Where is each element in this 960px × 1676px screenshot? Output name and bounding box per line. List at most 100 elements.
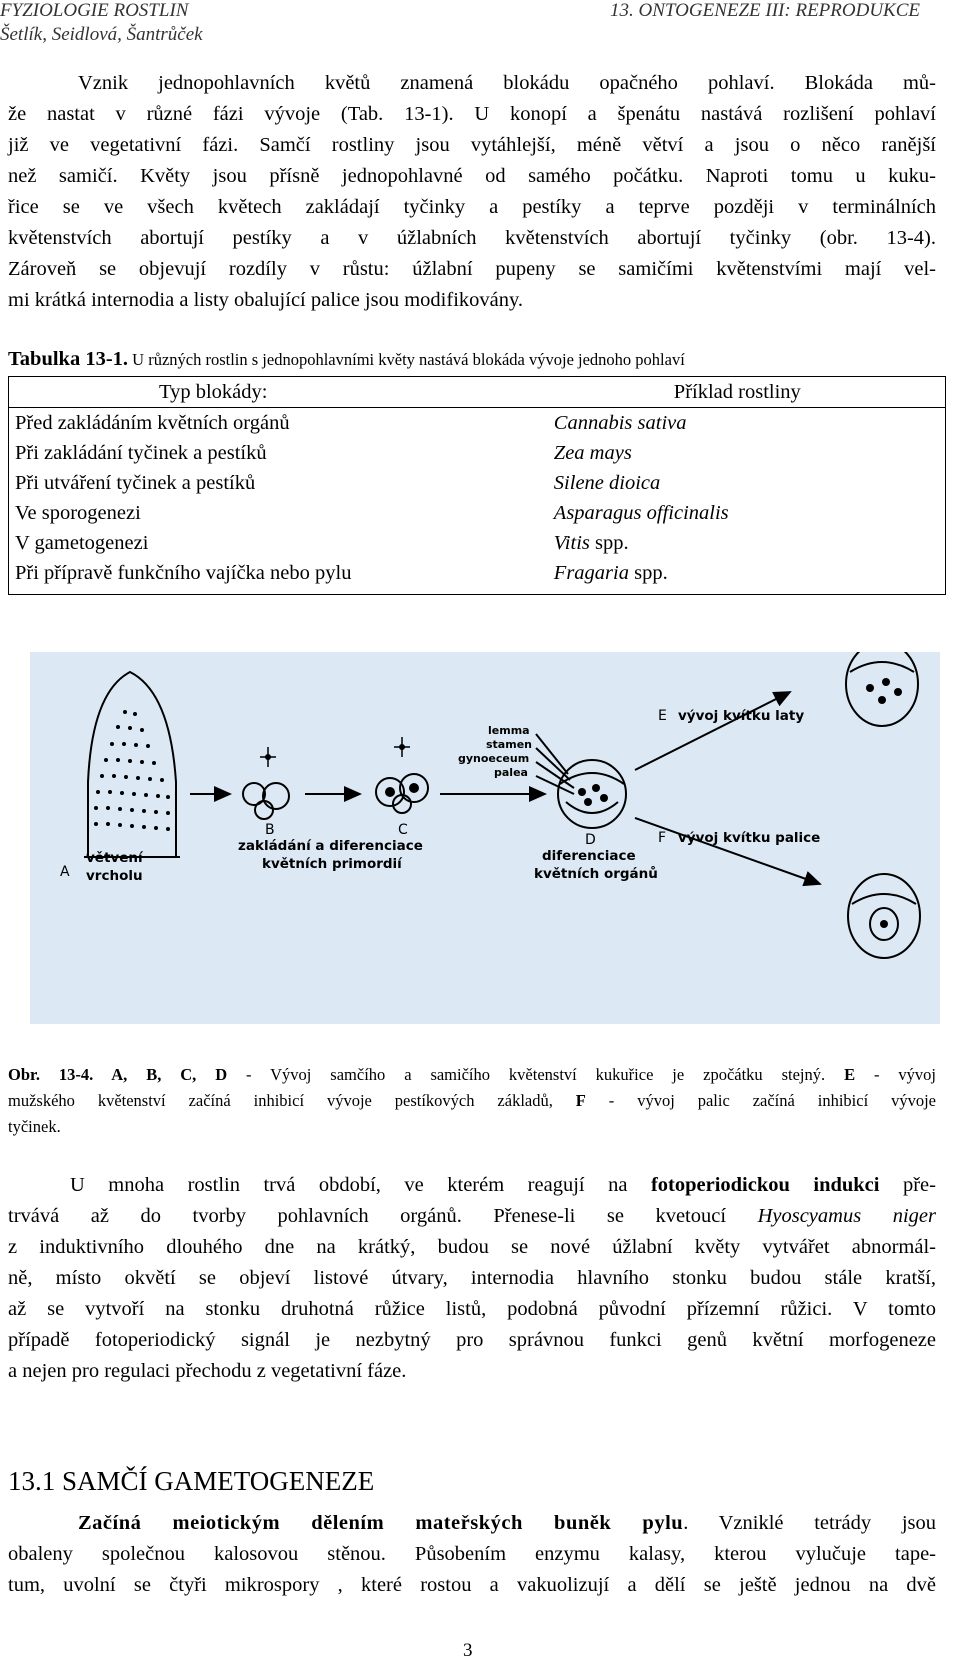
text-part: U mnoha rostlin trvá období, ve kterém r… <box>70 1174 651 1196</box>
ear-floret-drawing <box>847 873 921 959</box>
plant-name: Cannabis sativa <box>553 412 687 434</box>
table-caption: Tabulka 13-1. U různých rostlin s jednop… <box>8 348 936 371</box>
figure-label-vetveni: větvení <box>86 850 143 866</box>
plant-suffix: spp. <box>628 562 668 584</box>
text-line: mi krátká internodia a listy obalující p… <box>8 289 524 311</box>
figure-maize-inflorescence: A větvení vrcholu B C zakládání a difere… <box>30 652 940 1024</box>
paragraph-intro: Vznik jednopohlavních květů znamená blok… <box>8 68 936 316</box>
table-row: Ve sporogenezi Asparagus officinalis <box>9 498 946 528</box>
plant-suffix: spp. <box>589 532 629 554</box>
figure-label-diferenciace: diferenciace <box>542 848 636 864</box>
cell-plant: Silene dioica <box>534 468 946 498</box>
running-header-left: FYZIOLOGIE ROSTLIN <box>0 0 189 21</box>
table-row: V gametogenezi Vitis spp. <box>9 528 946 558</box>
table-header-row: Typ blokády: Příklad rostliny <box>8 376 946 408</box>
text-line: než samičí. Květy jsou přísně jednopohla… <box>8 165 936 187</box>
plant-name: Fragaria <box>553 562 629 584</box>
cell-plant: Asparagus officinalis <box>534 498 946 528</box>
table-caption-text: U různých rostlin s jednopohlavními květ… <box>128 350 685 369</box>
running-header-right: 13. ONTOGENEZE III: REPRODUKCE <box>610 0 920 21</box>
blockade-table: Typ blokády: Příklad rostliny Před zaklá… <box>8 376 946 595</box>
plant-name: Zea mays <box>553 442 632 464</box>
floret-d-drawing <box>557 759 627 829</box>
figure-label-e: E <box>658 708 667 724</box>
figure-drawing <box>84 652 921 959</box>
cell-plant: Cannabis sativa <box>534 408 946 439</box>
text-part: . Vzniklé tetrády jsou <box>683 1512 936 1534</box>
text-line: že nastat v různé fázi vývoje (Tab. 13-1… <box>8 103 936 125</box>
figure-label-vyvoj-laty: vývoj kvítku laty <box>678 708 805 724</box>
cell-blockade-type: Při utváření tyčinek a pestíků <box>15 472 256 494</box>
figure-label-d: D <box>585 832 596 848</box>
text-line: U mnoha rostlin trvá období, ve kterém r… <box>8 1170 936 1201</box>
primordium-b-drawing <box>242 747 290 820</box>
caption-bold: Obr. 13-4. A, B, C, D <box>8 1065 228 1084</box>
text-line: až se vytvoří na stonku druhotná růžice … <box>8 1298 936 1320</box>
cell-plant: Vitis spp. <box>534 528 946 558</box>
paragraph-photoperiod: U mnoha rostlin trvá období, ve kterém r… <box>8 1170 936 1387</box>
text-part: pře- <box>879 1174 936 1196</box>
table-row: Při zakládání tyčinek a pestíků Zea mays <box>9 438 946 468</box>
caption-line: Obr. 13-4. A, B, C, D - Vývoj samčího a … <box>8 1062 936 1088</box>
caption-line: mužského květenství začíná inhibicí vývo… <box>8 1088 936 1114</box>
text-bold: Začíná meiotickým dělením mateřských bun… <box>78 1512 684 1534</box>
cell-blockade-type: Při zakládání tyčinek a pestíků <box>15 442 267 464</box>
page-number: 3 <box>463 1640 473 1661</box>
section-heading: 13.1 SAMČÍ GAMETOGENEZE <box>8 1466 375 1496</box>
caption-bold: F <box>575 1091 586 1110</box>
text-line: obaleny společnou kalosovou stěnou. Půso… <box>8 1543 936 1565</box>
cell-blockade-type: Při přípravě funkčního vajíčka nebo pylu <box>15 562 352 584</box>
plant-name: Asparagus officinalis <box>553 502 729 524</box>
shoot-apex-drawing <box>84 670 180 858</box>
figure-label-lemma: lemma <box>488 724 530 737</box>
caption-text: mužského květenství začíná inhibicí vývo… <box>8 1091 576 1110</box>
plant-name: Vitis <box>553 532 590 554</box>
figure-label-palea: palea <box>494 766 528 779</box>
text-line: ně, místo okvětí se objeví listové útvar… <box>8 1267 936 1289</box>
figure-caption: Obr. 13-4. A, B, C, D - Vývoj samčího a … <box>8 1062 936 1140</box>
figure-label-kvetnich-primordii: květních primordií <box>262 856 402 872</box>
caption-bold: E <box>844 1065 856 1084</box>
text-line: Zároveň se objevují rozdíly v růstu: úžl… <box>8 258 936 280</box>
figure-label-zakladani: zakládání a diferenciace <box>238 838 423 854</box>
text-line: již ve vegetativní fázi. Samčí rostliny … <box>8 134 936 156</box>
caption-text: - vývoj <box>855 1065 936 1084</box>
primordium-c-drawing <box>375 737 429 814</box>
figure-label-f: F <box>658 830 667 846</box>
cell-blockade-type: Ve sporogenezi <box>15 502 141 524</box>
text-line: trvává až do tvorby pohlavních orgánů. P… <box>8 1201 936 1232</box>
text-line: tum, uvolní se čtyři mikrospory , které … <box>8 1574 936 1596</box>
figure-label-stamen: stamen <box>486 738 532 751</box>
text-line: květenstvích abortují pestíky a v úžlabn… <box>8 227 936 249</box>
caption-text: - Vývoj samčího a samičího květenství ku… <box>227 1065 845 1084</box>
text-bold: fotoperiodickou indukci <box>650 1174 880 1196</box>
table-row: Před zakládáním květních orgánů Cannabis… <box>9 408 946 439</box>
text-italic: Hyoscyamus niger <box>757 1205 936 1227</box>
text-line: řice se ve všech květech zakládají tyčin… <box>8 196 936 218</box>
column-header-plant: Příklad rostliny <box>533 376 946 408</box>
cell-plant: Fragaria spp. <box>534 558 946 595</box>
cell-blockade-type: Před zakládáním květních orgánů <box>15 412 290 434</box>
table-row: Při přípravě funkčního vajíčka nebo pylu… <box>9 558 946 595</box>
text-line: z induktivního dlouhého dne na krátký, b… <box>8 1236 936 1258</box>
paragraph-gametogenesis: Začíná meiotickým dělením mateřských bun… <box>8 1508 936 1601</box>
cell-blockade-type: V gametogenezi <box>15 532 149 554</box>
figure-label-kvetnich-organu: květních orgánů <box>534 866 658 882</box>
text-line: případě fotoperiodický signál je nezbytn… <box>8 1329 936 1351</box>
text-line: Vznik jednopohlavních květů znamená blok… <box>78 72 936 94</box>
arrows <box>190 691 822 887</box>
figure-label-c: C <box>398 822 408 838</box>
plant-name: Silene dioica <box>553 472 661 494</box>
running-header-authors: Šetlík, Seidlová, Šantrůček <box>0 24 203 45</box>
cell-plant: Zea mays <box>534 438 946 468</box>
text-line: a nejen pro regulaci přechodu z vegetati… <box>8 1360 407 1382</box>
text-line: Začíná meiotickým dělením mateřských bun… <box>8 1508 936 1539</box>
text-part: trvává až do tvorby pohlavních orgánů. P… <box>8 1205 758 1227</box>
figure-label-gynoeceum: gynoeceum <box>458 752 530 765</box>
figure-label-vyvoj-palice: vývoj kvítku palice <box>678 830 821 846</box>
caption-line: tyčinek. <box>8 1117 61 1136</box>
figure-label-vrcholu: vrcholu <box>86 868 143 884</box>
tassel-floret-drawing <box>845 652 919 727</box>
figure-label-b: B <box>265 822 275 838</box>
caption-text: - vývoj palic začíná inhibicí vývoje <box>585 1091 936 1110</box>
